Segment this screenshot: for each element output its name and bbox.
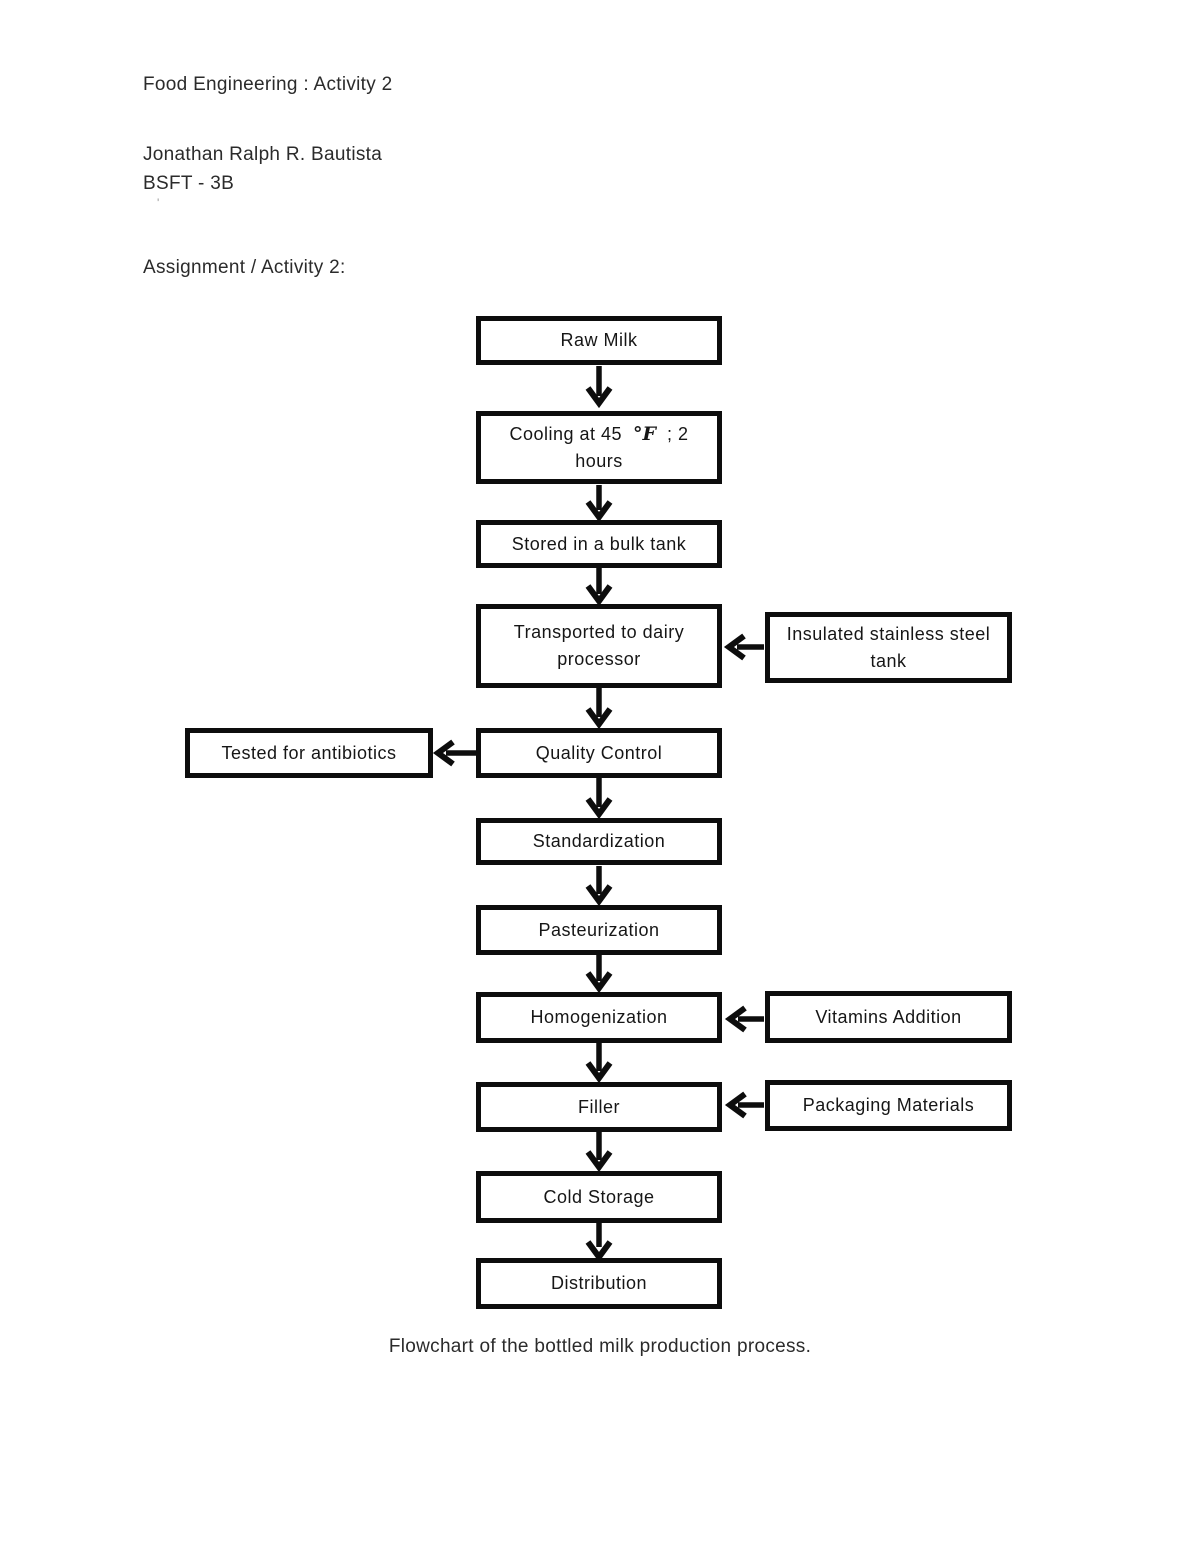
node-cooling: Cooling at 45°F; 2 hours	[476, 411, 722, 484]
arrow-vitamins-to-homogenization	[724, 1005, 764, 1033]
arrow-packaging-to-filler	[724, 1091, 764, 1119]
arrow-pasteurization-to-homogenization	[585, 955, 613, 994]
arrow-cooling-to-stored	[585, 485, 613, 523]
author-name: Jonathan Ralph R. Bautista	[143, 144, 383, 165]
arrow-filler-to-cold-storage	[585, 1132, 613, 1173]
node-stored-bulk-tank: Stored in a bulk tank	[476, 520, 722, 568]
arrow-stored-to-transported	[585, 568, 613, 607]
arrow-quality-to-tested	[432, 739, 476, 767]
arrow-standardization-to-pasteurization	[585, 866, 613, 907]
node-filler: Filler	[476, 1082, 722, 1132]
node-packaging-materials: Packaging Materials	[765, 1080, 1012, 1131]
node-standardization: Standardization	[476, 818, 722, 865]
node-distribution: Distribution	[476, 1258, 722, 1309]
stray-mark: '	[157, 196, 160, 210]
node-vitamins-addition: Vitamins Addition	[765, 991, 1012, 1043]
arrow-cold-storage-to-distribution	[585, 1223, 613, 1263]
arrow-raw-milk-to-cooling	[585, 366, 613, 409]
node-raw-milk: Raw Milk	[476, 316, 722, 365]
page-title: Food Engineering : Activity 2	[143, 74, 393, 95]
arrow-quality-to-standardization	[585, 778, 613, 820]
arrow-transported-to-quality	[585, 688, 613, 730]
node-cold-storage: Cold Storage	[476, 1171, 722, 1223]
degree-fahrenheit-symbol: °F	[633, 422, 657, 445]
assignment-label: Assignment / Activity 2:	[143, 257, 346, 278]
node-tested-antibiotics: Tested for antibiotics	[185, 728, 433, 778]
node-insulated-steel-tank: Insulated stainless steel tank	[765, 612, 1012, 683]
node-homogenization: Homogenization	[476, 992, 722, 1043]
node-quality-control: Quality Control	[476, 728, 722, 778]
arrow-homogenization-to-filler	[585, 1043, 613, 1084]
node-pasteurization: Pasteurization	[476, 905, 722, 955]
flowchart-caption: Flowchart of the bottled milk production…	[388, 1336, 812, 1357]
author-section: BSFT - 3B	[143, 173, 235, 194]
node-transported-dairy-processor: Transported to dairy processor	[476, 604, 722, 688]
arrow-insulated-to-transported	[723, 633, 764, 661]
